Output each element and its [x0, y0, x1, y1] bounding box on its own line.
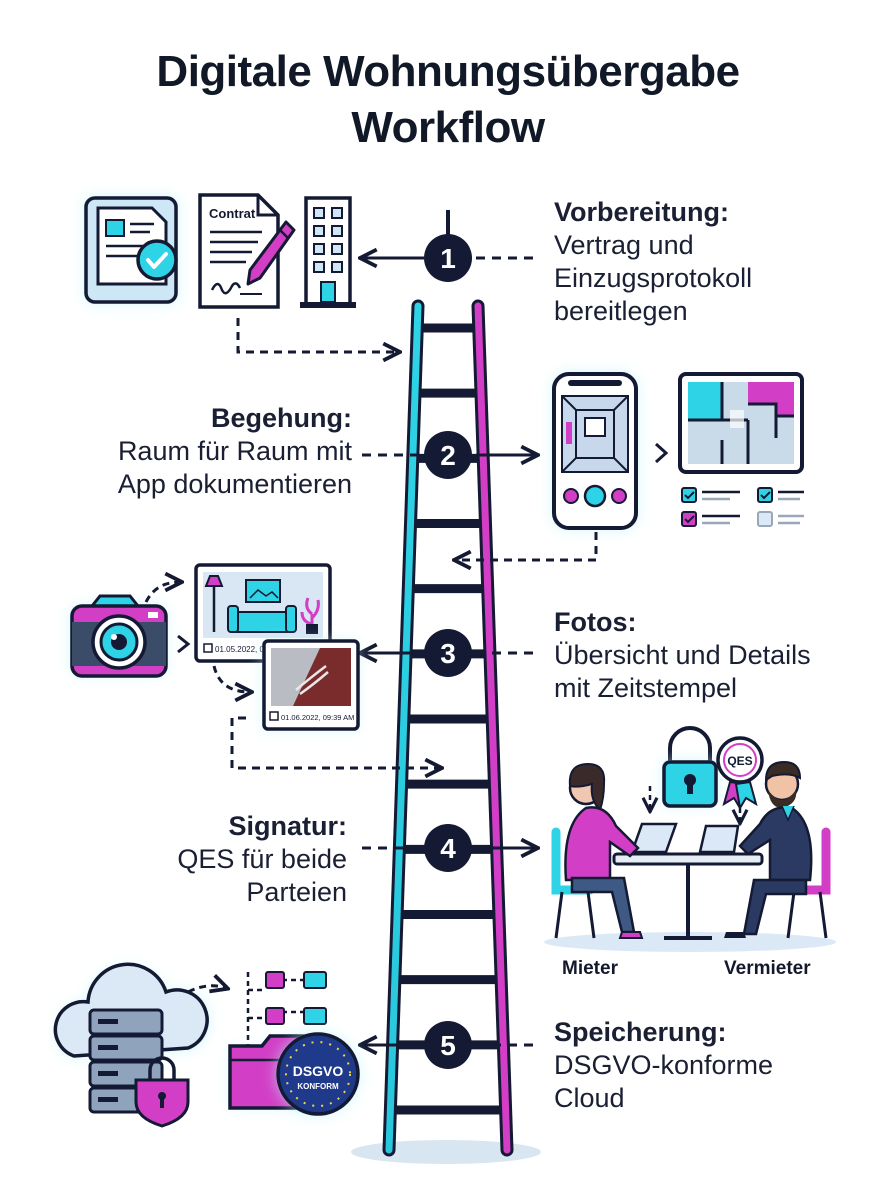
checklist-icon [681, 487, 804, 527]
checked-document-icon [84, 196, 178, 304]
step-1-line-3: bereitlegen [554, 296, 688, 326]
dsgvo-badge-icon: DSGVO KONFORM [276, 1032, 360, 1116]
step-2-number: 2 [440, 440, 456, 471]
step-1-line-2: Einzugsprotokoll [554, 263, 753, 293]
photo1-timestamp: 01.05.2022, 06:00 [215, 645, 280, 654]
cloud-server-icon [53, 962, 210, 1128]
step-2-line-2: App dokumentieren [117, 469, 352, 499]
photo2-timestamp: 01.06.2022, 09:39 AM [281, 713, 354, 722]
living-room-photo-icon: 01.05.2022, 06:00 [194, 563, 332, 663]
step-1-text: Vorbereitung: Vertrag und Einzugsprotoko… [554, 196, 752, 328]
step-4-text: Signatur: QES für beide Parteien [177, 810, 347, 909]
step-3-text: Fotos: Übersicht und Details mit Zeitste… [554, 606, 811, 705]
step-4-line-1: QES für beide [177, 844, 347, 874]
step-1-heading: Vorbereitung: [554, 197, 729, 227]
step-4-line-2: Parteien [246, 877, 347, 907]
step-3-number: 3 [440, 638, 456, 669]
step-2-heading: Begehung: [211, 403, 352, 433]
step-5-heading: Speicherung: [554, 1017, 727, 1047]
step-1-marker: 1 [362, 234, 540, 282]
step-1-line-1: Vertrag und [554, 230, 694, 260]
apartment-building-icon [300, 196, 356, 308]
step-5-line-1: DSGVO-konforme [554, 1050, 774, 1080]
contract-label: Contrat [209, 206, 256, 221]
step-2-marker: 2 [362, 431, 536, 479]
step-5-text: Speicherung: DSGVO-konforme Cloud [554, 1016, 773, 1115]
page-title: Digitale Wohnungsübergabe Workflow [0, 44, 896, 156]
step-4-number: 4 [440, 833, 456, 864]
step-3-line-1: Übersicht und Details [554, 640, 811, 670]
signing-meeting-icon [551, 760, 831, 940]
padlock-icon [662, 726, 718, 808]
qes-badge-text: QES [727, 754, 752, 768]
floor-plan-icon [678, 372, 804, 474]
title-line-2: Workflow [351, 103, 545, 152]
landlord-label: Vermieter [724, 958, 811, 979]
step-3-line-2: mit Zeitstempel [554, 673, 738, 703]
step-5-marker: 5 [362, 1021, 540, 1069]
step-3-heading: Fotos: [554, 607, 637, 637]
step-4-heading: Signatur: [228, 811, 348, 841]
dsgvo-badge-line-1: DSGVO [293, 1063, 344, 1079]
step-4-marker: 4 [362, 824, 536, 872]
title-line-1: Digitale Wohnungsübergabe [156, 47, 740, 96]
step-5-number: 5 [440, 1030, 456, 1061]
step-2-line-1: Raum für Raum mit [117, 436, 352, 466]
dsgvo-badge-line-2: KONFORM [297, 1082, 339, 1091]
contract-pen-icon: Contrat [198, 193, 296, 309]
smartphone-room-scan-icon [552, 372, 638, 530]
step-5-line-2: Cloud [554, 1083, 625, 1113]
damage-detail-photo-icon: 01.06.2022, 09:39 AM [262, 639, 360, 731]
step-2-text: Begehung: Raum für Raum mit App dokument… [118, 402, 352, 501]
step-3-marker: 3 [362, 629, 540, 677]
step-1-number: 1 [440, 243, 456, 274]
tenant-label: Mieter [562, 958, 618, 979]
qes-seal-icon: QES [716, 736, 764, 811]
camera-icon [70, 594, 168, 678]
